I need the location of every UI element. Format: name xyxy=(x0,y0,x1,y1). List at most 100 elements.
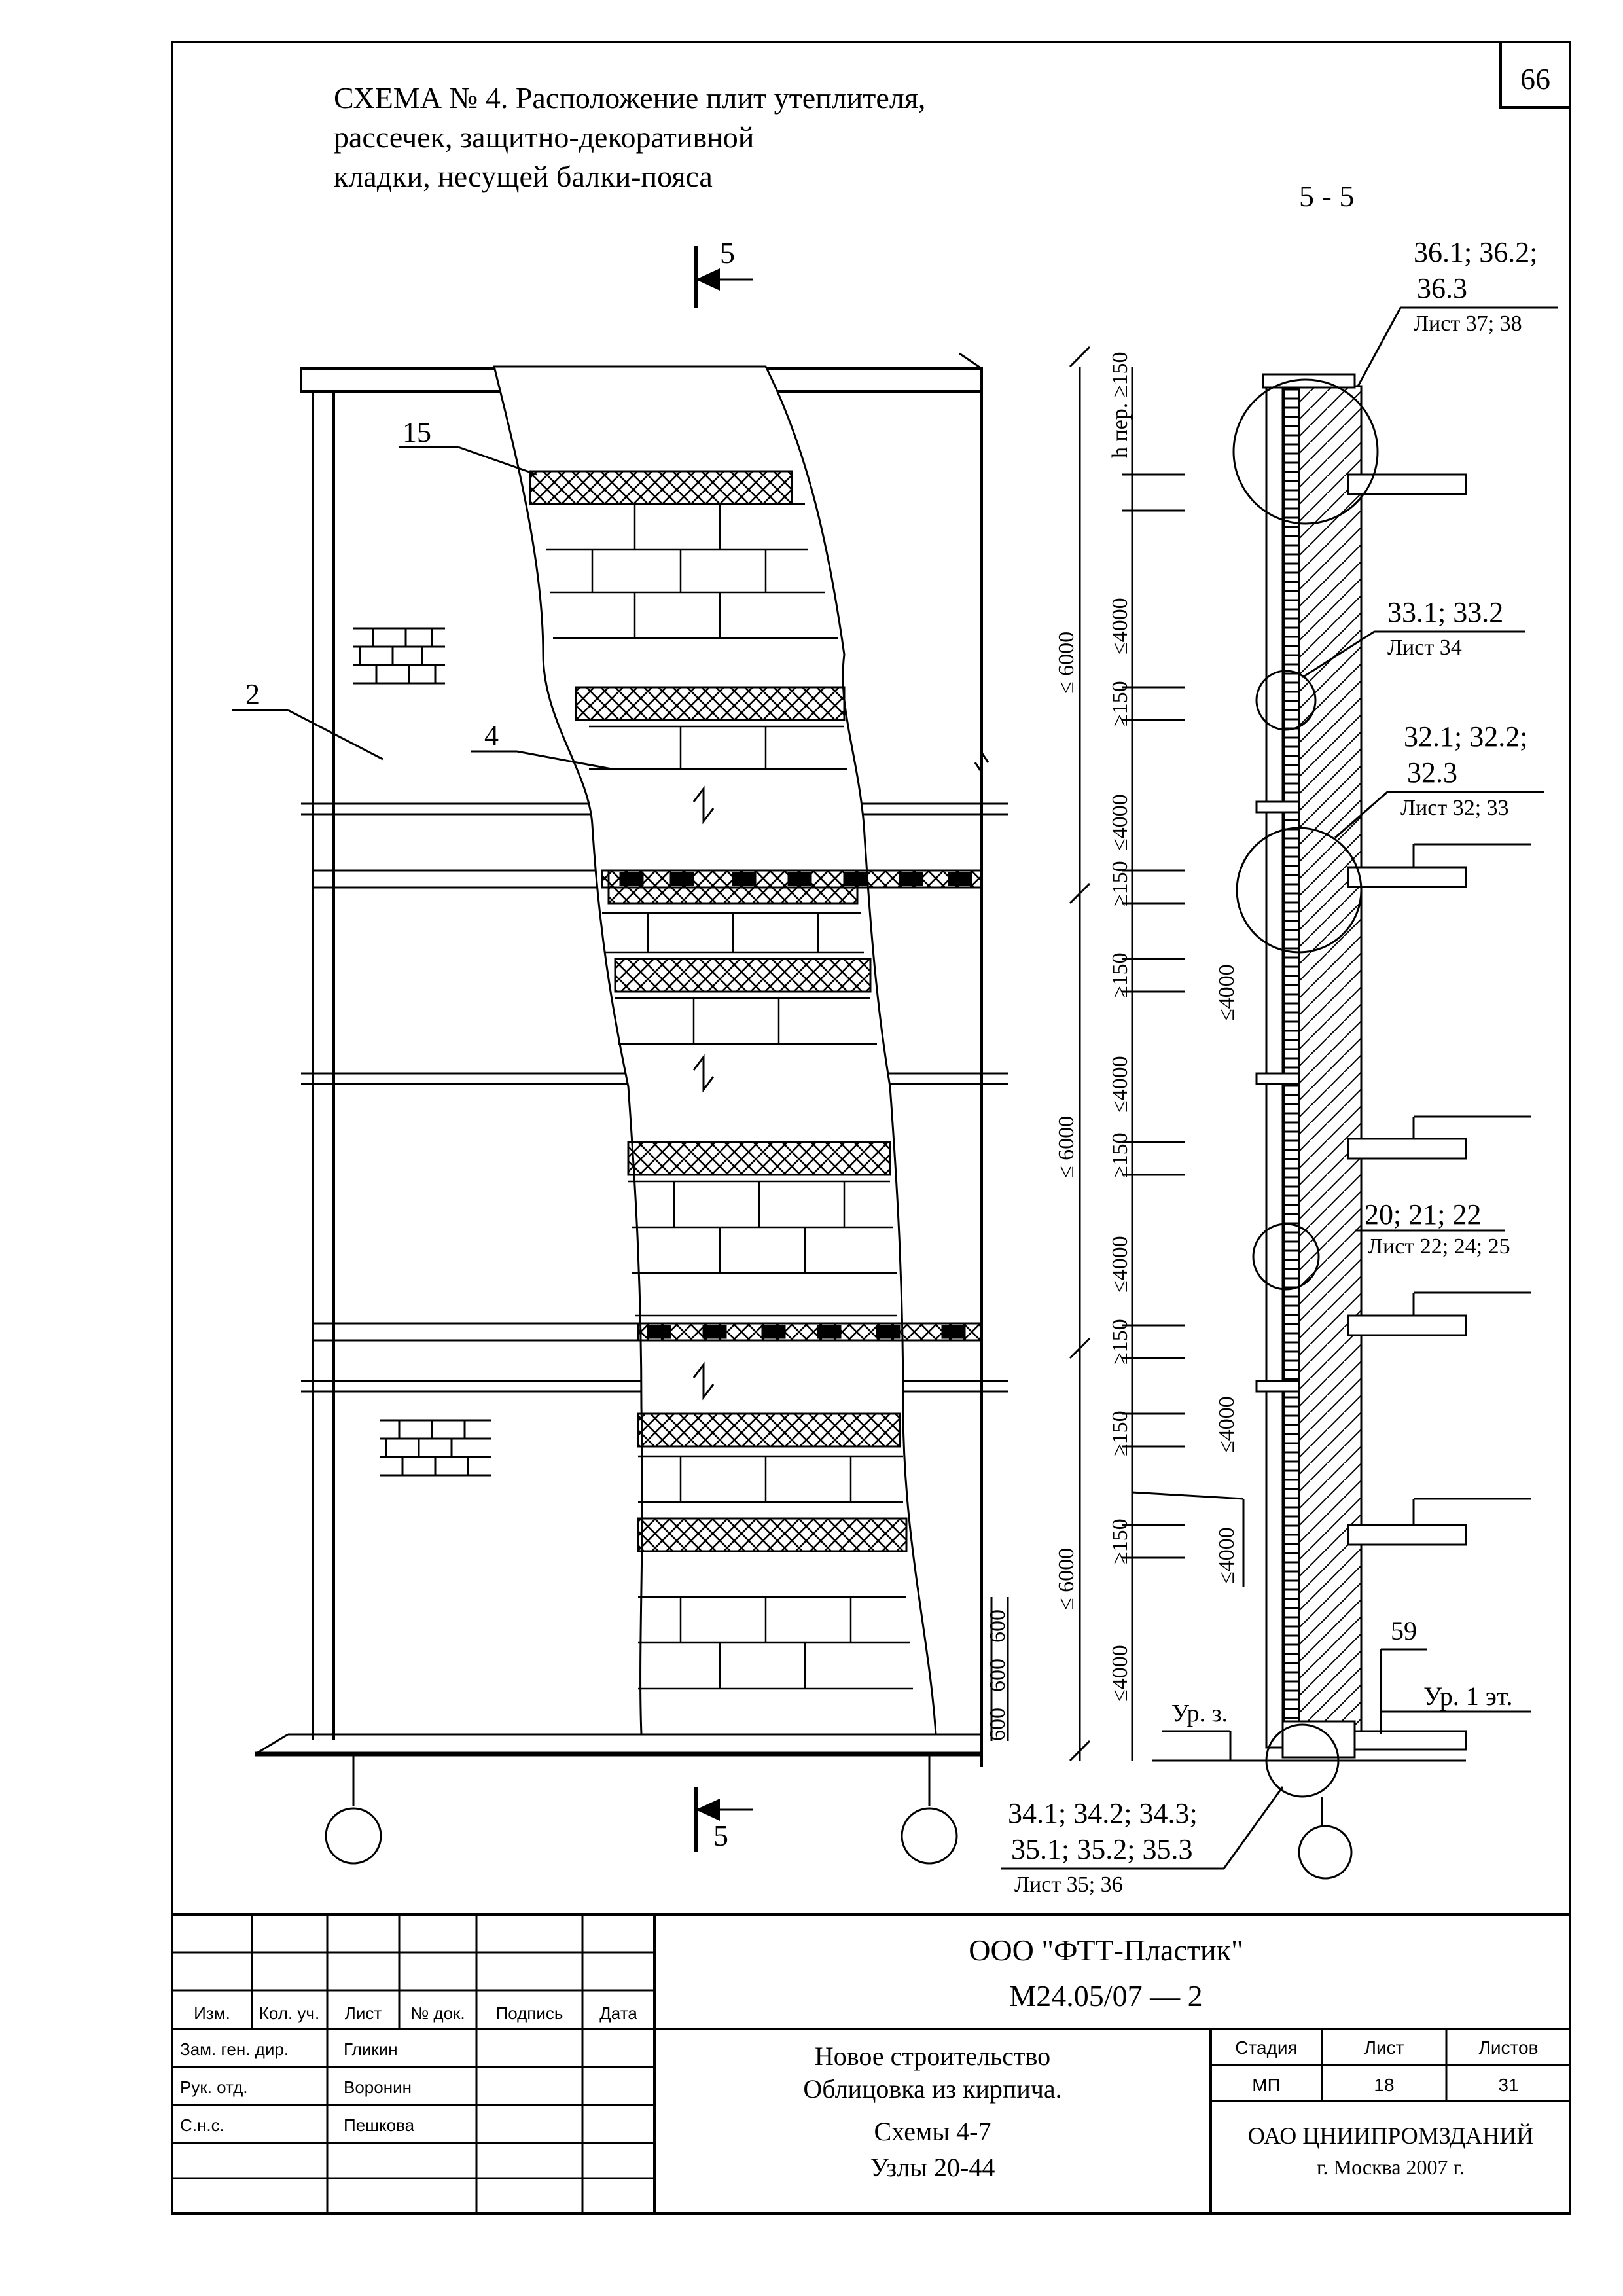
svg-text:≥150: ≥150 xyxy=(1108,1518,1132,1564)
svg-text:33.1; 33.2: 33.1; 33.2 xyxy=(1387,596,1503,628)
svg-text:Лист: Лист xyxy=(345,2003,382,2023)
dimension-chain xyxy=(1069,346,1245,1762)
svg-text:4: 4 xyxy=(484,719,499,751)
doc-code: М24.05/07 — 2 xyxy=(1009,1979,1202,2013)
svg-text:Дата: Дата xyxy=(599,2003,637,2023)
axis-marker xyxy=(1298,1825,1353,1880)
svg-text:≥150: ≥150 xyxy=(1108,1132,1132,1178)
svg-text:Зам. ген. дир.: Зам. ген. дир. xyxy=(180,2039,289,2059)
cut-label-top: 5 xyxy=(720,236,735,270)
org-line-1: ОАО ЦНИИПРОМЗДАНИЙ xyxy=(1248,2123,1533,2149)
beam-belt xyxy=(601,869,983,1342)
org-line-2: г. Москва 2007 г. xyxy=(1317,2155,1465,2179)
stage-value: МП xyxy=(1252,2075,1280,2095)
svg-text:≤4000: ≤4000 xyxy=(1108,1645,1132,1702)
svg-text:36.3: 36.3 xyxy=(1417,272,1467,304)
svg-text:Ур. з.: Ур. з. xyxy=(1171,1700,1228,1727)
wall-section xyxy=(1152,373,1531,1762)
svg-text:Ур. 1 эт.: Ур. 1 эт. xyxy=(1423,1681,1512,1711)
svg-text:≤ 6000: ≤ 6000 xyxy=(1054,1548,1079,1610)
cut-marker-bottom: 5 xyxy=(694,1787,753,1852)
svg-text:≤4000: ≤4000 xyxy=(1108,1056,1132,1113)
sheet-number: 66 xyxy=(1520,62,1550,96)
sheet-value: 18 xyxy=(1374,2075,1394,2095)
callout-2: 2 xyxy=(232,678,383,761)
sheet-header: Лист xyxy=(1364,2037,1404,2058)
svg-text:Изм.: Изм. xyxy=(194,2003,230,2023)
svg-text:600: 600 xyxy=(986,1609,1010,1643)
svg-text:Лист 34: Лист 34 xyxy=(1387,636,1462,660)
desc-line-1: Новое строительство xyxy=(815,2041,1050,2071)
title-block xyxy=(172,1913,1570,2214)
svg-text:Подпись: Подпись xyxy=(496,2003,563,2023)
svg-text:Лист 22; 24; 25: Лист 22; 24; 25 xyxy=(1368,1234,1510,1259)
node-circles xyxy=(1232,378,1379,1798)
svg-text:2: 2 xyxy=(245,678,260,710)
svg-text:32.1; 32.2;: 32.1; 32.2; xyxy=(1404,721,1527,753)
scheme-title-line-1: СХЕМА № 4. Расположение плит утеплителя, xyxy=(334,81,926,115)
ground-level-label: Ур. з. xyxy=(1162,1700,1232,1761)
outer-frame xyxy=(171,41,1571,2215)
callout-4: 4 xyxy=(471,719,613,770)
desc-line-2: Облицовка из кирпича. xyxy=(803,2074,1061,2104)
cut-label-bottom: 5 xyxy=(713,1819,728,1852)
svg-text:36.1; 36.2;: 36.1; 36.2; xyxy=(1414,236,1537,268)
brick-symbol xyxy=(353,627,491,1477)
svg-text:№ док.: № док. xyxy=(410,2003,465,2023)
svg-text:≤4000: ≤4000 xyxy=(1215,964,1239,1021)
svg-text:≤4000: ≤4000 xyxy=(1215,1396,1239,1453)
svg-text:≥150: ≥150 xyxy=(1108,1410,1132,1456)
dimension-600: 600 600 600 xyxy=(986,1597,1010,1741)
node-ref-32: 32.1; 32.2; 32.3 Лист 32; 33 xyxy=(1334,721,1544,839)
floor-level-label: Ур. 1 эт. xyxy=(1423,1681,1512,1711)
svg-text:≤ 6000: ≤ 6000 xyxy=(1054,1116,1079,1178)
svg-text:600: 600 xyxy=(986,1659,1010,1692)
svg-text:≤4000: ≤4000 xyxy=(1108,1236,1132,1293)
svg-text:≤4000: ≤4000 xyxy=(1108,794,1132,851)
node-ref-33: 33.1; 33.2 Лист 34 xyxy=(1302,596,1525,679)
svg-text:Лист 35; 36: Лист 35; 36 xyxy=(1014,1873,1123,1897)
svg-text:Лист 32; 33: Лист 32; 33 xyxy=(1400,796,1509,820)
svg-text:Рук. отд.: Рук. отд. xyxy=(180,2077,248,2097)
svg-text:32.3: 32.3 xyxy=(1407,757,1457,789)
svg-text:≥150: ≥150 xyxy=(1108,1319,1132,1365)
svg-text:Гликин: Гликин xyxy=(344,2039,398,2059)
scheme-title-line-3: кладки, несущей балки-пояса xyxy=(334,160,713,193)
callout-15: 15 xyxy=(399,416,537,476)
svg-text:h пер. ≥150: h пер. ≥150 xyxy=(1108,352,1132,458)
svg-text:15: 15 xyxy=(402,416,431,448)
svg-text:≥150: ≥150 xyxy=(1108,681,1132,726)
svg-text:Лист 37; 38: Лист 37; 38 xyxy=(1414,312,1522,336)
svg-text:20; 21; 22: 20; 21; 22 xyxy=(1364,1198,1481,1230)
dimension-labels: h пер. ≥150 ≤4000 ≥150 ≤4000 ≥150 ≥150 ≤… xyxy=(1054,352,1239,1702)
desc-line-3: Схемы 4-7 xyxy=(874,2117,991,2146)
stage-header: Стадия xyxy=(1235,2037,1297,2058)
svg-text:Кол. уч.: Кол. уч. xyxy=(259,2003,319,2023)
title-block-people: Зам. ген. дир. Гликин Рук. отд. Воронин … xyxy=(180,2039,415,2135)
node-ref-36: 36.1; 36.2; 36.3 Лист 37; 38 xyxy=(1357,236,1558,387)
svg-text:35.1; 35.2; 35.3: 35.1; 35.2; 35.3 xyxy=(1011,1833,1192,1865)
node-ref-20: 20; 21; 22 Лист 22; 24; 25 xyxy=(1355,1198,1510,1259)
sheets-value: 31 xyxy=(1498,2075,1518,2095)
svg-text:Воронин: Воронин xyxy=(344,2077,412,2097)
desc-line-4: Узлы 20-44 xyxy=(870,2153,995,2182)
svg-text:≤4000: ≤4000 xyxy=(1108,598,1132,655)
svg-text:600: 600 xyxy=(986,1708,1010,1741)
svg-text:59: 59 xyxy=(1391,1616,1417,1645)
label-59: 59 xyxy=(1380,1616,1427,1734)
section-title: 5 - 5 xyxy=(1299,179,1354,213)
company-name: ООО "ФТТ-Пластик" xyxy=(969,1933,1243,1967)
title-block-headers: Изм. Кол. уч. Лист № док. Подпись Дата xyxy=(194,2003,637,2023)
node-ref-34: 34.1; 34.2; 34.3; 35.1; 35.2; 35.3 Лист … xyxy=(1001,1786,1284,1897)
svg-text:≤4000: ≤4000 xyxy=(1215,1527,1239,1584)
svg-text:≥150: ≥150 xyxy=(1108,861,1132,906)
svg-text:≥150: ≥150 xyxy=(1108,952,1132,998)
svg-text:≤ 6000: ≤ 6000 xyxy=(1054,632,1079,694)
scheme-title-line-2: рассечек, защитно-декоративной xyxy=(334,120,755,154)
svg-text:34.1; 34.2; 34.3;: 34.1; 34.2; 34.3; xyxy=(1008,1797,1198,1829)
facade-elevation: 15 2 4 600 600 600 xyxy=(232,352,1010,1865)
sheets-header: Листов xyxy=(1479,2037,1539,2058)
cut-marker-top: 5 xyxy=(694,236,753,308)
svg-text:Пешкова: Пешкова xyxy=(344,2115,415,2135)
